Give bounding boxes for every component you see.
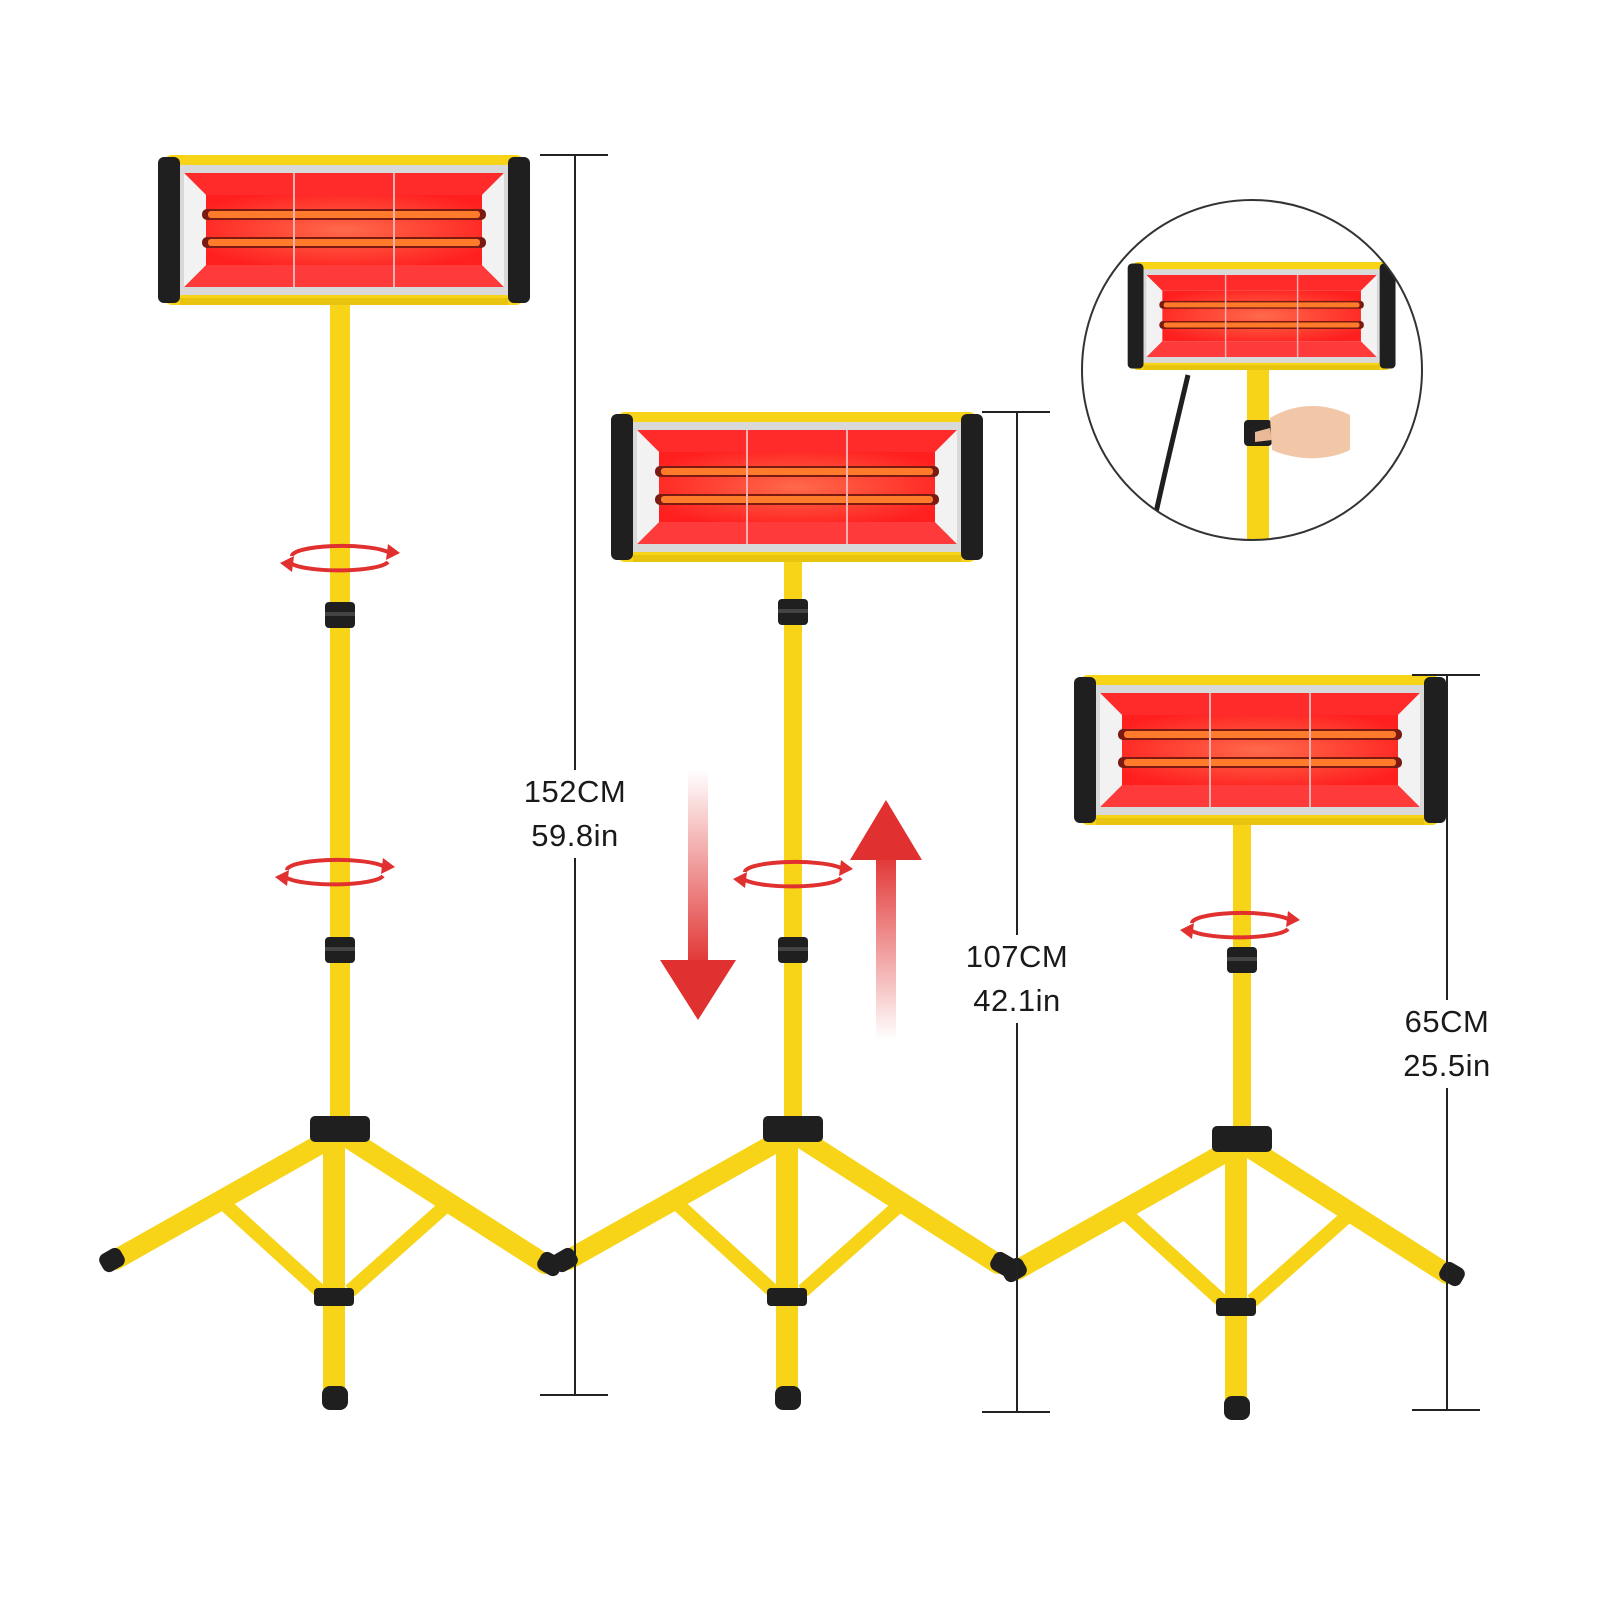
tripod-base (999, 1126, 1468, 1420)
height-cm-text: 107CM (965, 939, 1069, 974)
infrared-heater-head (610, 411, 984, 563)
infrared-heater-head (1126, 261, 1397, 371)
height-cm-text: 65CM (1404, 1004, 1490, 1039)
height-collar (325, 937, 355, 963)
height-cm-text: 152CM (523, 774, 627, 809)
height-collar (325, 602, 355, 628)
infrared-heater-head (1073, 674, 1447, 826)
tripod-base (97, 1116, 566, 1410)
height-inch-text: 25.5in (1403, 1048, 1491, 1083)
heater-stand-tall (97, 154, 566, 1410)
height-collar (778, 599, 808, 625)
height-inch-text: 42.1in (973, 983, 1061, 1018)
height-label-tall: 152CM 59.8in (505, 770, 645, 858)
height-collar (1227, 947, 1257, 973)
dimension-line-medium (982, 411, 1050, 1413)
height-label-medium: 107CM 42.1in (947, 935, 1087, 1023)
arrow-up-icon (850, 800, 922, 1040)
height-label-short: 65CM 25.5in (1377, 1000, 1517, 1088)
detail-inset (1081, 199, 1423, 541)
infrared-heater-head (157, 154, 531, 306)
height-collar (778, 937, 808, 963)
heater-stand-medium (550, 411, 1019, 1410)
arrow-down-icon (660, 770, 736, 1020)
height-inch-text: 59.8in (531, 818, 619, 853)
heater-stand-short (999, 674, 1468, 1420)
tripod-base (550, 1116, 1019, 1410)
